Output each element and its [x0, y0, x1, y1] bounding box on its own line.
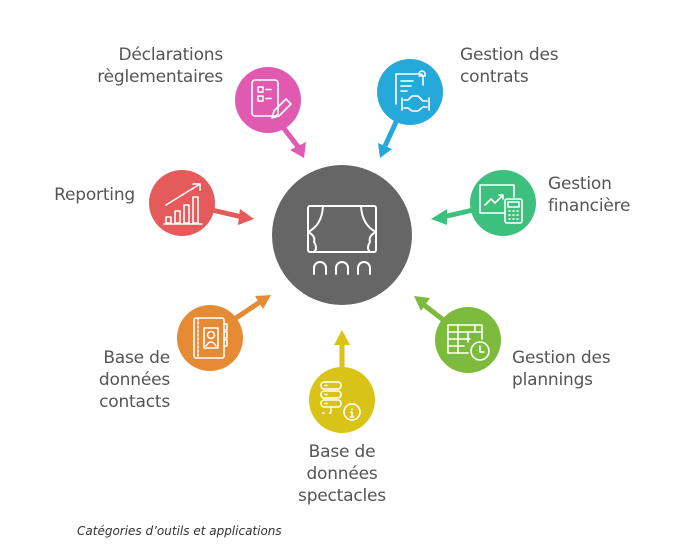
chart-calculator-icon	[479, 184, 523, 224]
label-reporting: Reporting	[20, 184, 135, 206]
figure-caption: Catégories d’outils et applications	[77, 524, 282, 538]
label-plannings: Gestion des plannings	[512, 347, 652, 391]
label-line: données	[306, 464, 378, 484]
arrow-head	[378, 143, 392, 158]
label-line: Base de	[103, 348, 170, 368]
node-spectacles	[309, 330, 375, 433]
label-line: Gestion des	[512, 348, 611, 368]
theater-stage-icon	[307, 205, 377, 275]
reporting-circle	[149, 170, 215, 236]
label-line: Gestion des	[460, 45, 559, 65]
label-line: Gestion	[548, 174, 612, 194]
label-line: plannings	[512, 370, 593, 390]
arrow-head	[414, 296, 430, 311]
node-financiere	[431, 170, 536, 236]
label-spectacles: Base de données spectacles	[282, 441, 402, 507]
node-plannings	[414, 296, 501, 373]
node-contacts	[177, 295, 271, 371]
label-line: contrats	[460, 67, 529, 87]
label-declarations: Déclarations règlementaires	[70, 44, 223, 88]
label-financiere: Gestion financière	[548, 173, 668, 217]
arrow-head	[255, 295, 271, 309]
label-contrats: Gestion des contrats	[460, 44, 600, 88]
calendar-clock-icon	[447, 324, 490, 361]
spectacles-circle	[309, 367, 375, 433]
arrow-head	[334, 330, 350, 345]
node-reporting	[149, 170, 254, 236]
center-circle	[272, 165, 412, 305]
contract-handshake-icon	[395, 70, 430, 112]
address-book-icon	[193, 317, 228, 359]
arrow-head	[290, 142, 306, 158]
arrow-head	[238, 209, 254, 225]
label-line: financière	[548, 196, 631, 216]
label-line: Base de	[308, 442, 376, 462]
label-line: Reporting	[54, 185, 135, 205]
node-contrats	[377, 59, 443, 158]
center-node	[272, 165, 412, 305]
label-contacts: Base de données contacts	[60, 347, 170, 413]
label-line: contacts	[99, 392, 170, 412]
label-line: données	[98, 370, 170, 390]
node-declarations	[235, 67, 306, 158]
checklist-pencil-icon	[251, 79, 292, 119]
bar-chart-growth-icon	[163, 183, 203, 225]
label-line: spectacles	[298, 486, 386, 506]
declarations-circle	[235, 67, 301, 133]
label-line: Déclarations	[118, 45, 224, 65]
label-line: règlementaires	[97, 67, 223, 87]
financiere-circle	[470, 170, 536, 236]
contrats-circle	[377, 59, 443, 125]
arrow-head	[431, 209, 447, 225]
database-info-icon	[320, 381, 361, 421]
